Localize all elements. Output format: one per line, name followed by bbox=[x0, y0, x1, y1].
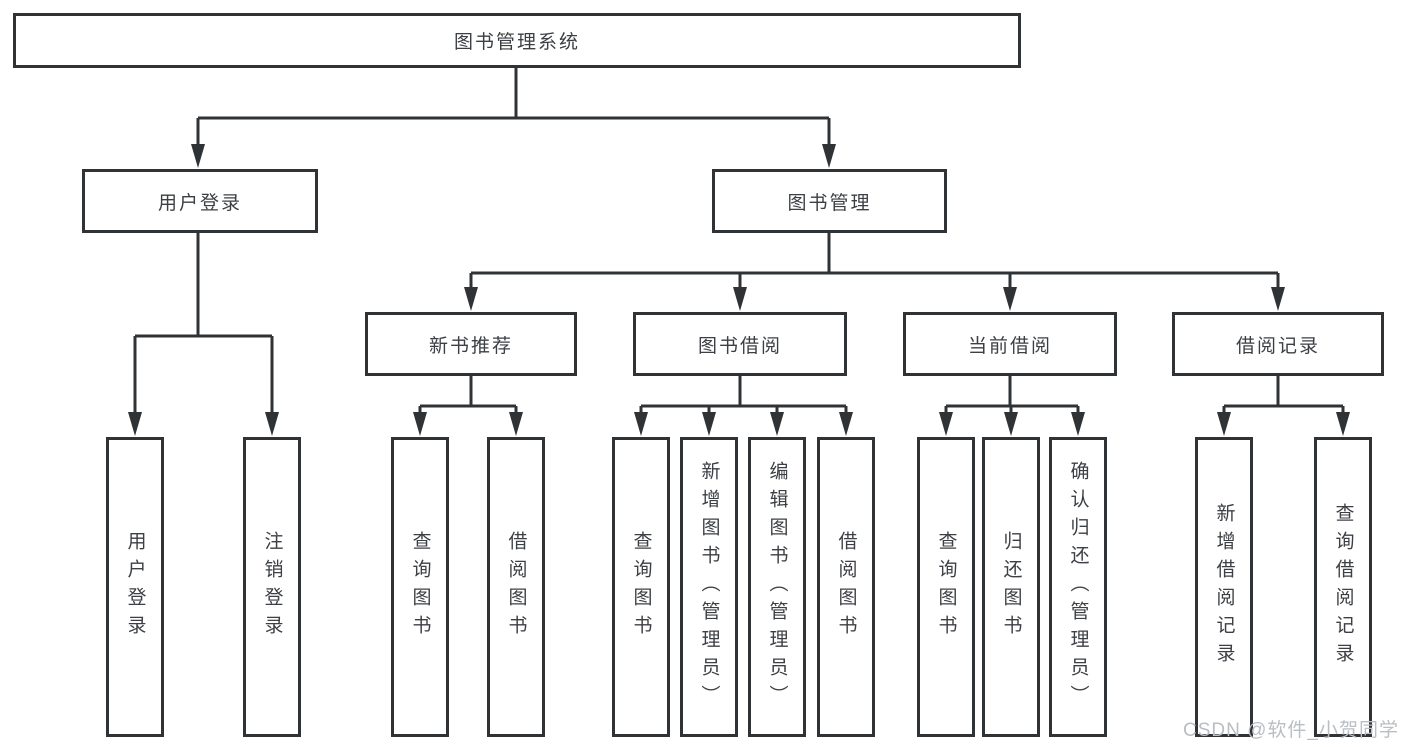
arrowhead bbox=[1217, 412, 1231, 436]
node-leaf-label: 查询图书 bbox=[409, 531, 431, 643]
node-leaf-query-books-rec: 查询图书 bbox=[391, 437, 449, 737]
node-leaf-add-borrow-record: 新增借阅记录 bbox=[1195, 437, 1253, 737]
node-leaf-borrow-books-rec: 借阅图书 bbox=[487, 437, 545, 737]
connector-book-borrow-to-children bbox=[639, 375, 848, 416]
arrowhead bbox=[464, 287, 478, 311]
arrowhead bbox=[1071, 412, 1085, 436]
node-leaf-label: 借阅图书 bbox=[505, 531, 527, 643]
watermark: CSDN @软件_小贺同学 bbox=[1183, 720, 1399, 741]
node-borrow-records: 借阅记录 bbox=[1172, 312, 1384, 376]
arrowhead bbox=[1271, 287, 1285, 311]
arrowhead bbox=[839, 412, 853, 436]
node-book-mgmt: 图书管理 bbox=[712, 169, 947, 233]
node-leaf-confirm-return-admin: 确认归还（管理员） bbox=[1049, 437, 1107, 737]
node-leaf-label: 借阅图书 bbox=[835, 531, 857, 643]
arrowheads bbox=[128, 144, 1350, 436]
node-leaf-label: 注销登录 bbox=[261, 531, 283, 643]
node-leaf-label: 用户登录 bbox=[124, 531, 146, 643]
arrowhead bbox=[128, 412, 142, 436]
node-root-label: 图书管理系统 bbox=[453, 32, 580, 53]
node-borrow-records-label: 借阅记录 bbox=[1235, 335, 1320, 357]
node-leaf-query-borrow-record: 查询借阅记录 bbox=[1314, 437, 1372, 737]
arrowhead bbox=[770, 412, 784, 436]
node-leaf-add-books-admin: 新增图书（管理员） bbox=[680, 437, 738, 737]
node-leaf-label: 查询图书 bbox=[935, 531, 957, 643]
node-new-book-rec: 新书推荐 bbox=[365, 312, 577, 376]
arrowhead bbox=[702, 412, 716, 436]
node-book-borrow-label: 图书借阅 bbox=[697, 335, 782, 357]
node-book-borrow: 图书借阅 bbox=[633, 312, 847, 376]
node-leaf-label: 查询图书 bbox=[630, 531, 652, 643]
connector-borrow-records-to-children bbox=[1222, 375, 1345, 416]
node-leaf-label: 新增图书（管理员） bbox=[698, 461, 720, 713]
arrowhead bbox=[1336, 412, 1350, 436]
node-leaf-label: 编辑图书（管理员） bbox=[766, 461, 788, 713]
node-leaf-label: 新增借阅记录 bbox=[1213, 503, 1235, 671]
node-leaf-borrow-books: 借阅图书 bbox=[817, 437, 875, 737]
node-new-book-rec-label: 新书推荐 bbox=[428, 335, 513, 357]
connector-current-borrow-to-children bbox=[944, 375, 1080, 416]
node-leaf-query-books-borrow: 查询图书 bbox=[612, 437, 670, 737]
arrowhead bbox=[509, 412, 523, 436]
node-leaf-logout: 注销登录 bbox=[243, 437, 301, 737]
node-leaf-label: 查询借阅记录 bbox=[1332, 503, 1354, 671]
arrowhead bbox=[939, 412, 953, 436]
node-book-mgmt-label: 图书管理 bbox=[787, 192, 872, 214]
node-leaf-label: 归还图书 bbox=[1000, 531, 1022, 643]
node-leaf-label: 确认归还（管理员） bbox=[1067, 461, 1089, 713]
connector-user-login-to-children bbox=[133, 233, 274, 416]
arrowhead bbox=[1004, 412, 1018, 436]
node-leaf-return-books: 归还图书 bbox=[982, 437, 1040, 737]
arrowhead bbox=[822, 144, 836, 168]
node-current-borrow-label: 当前借阅 bbox=[967, 335, 1052, 357]
arrowhead bbox=[413, 412, 427, 436]
node-user-login: 用户登录 bbox=[82, 169, 318, 233]
node-leaf-user-login-action: 用户登录 bbox=[106, 437, 164, 737]
arrowhead bbox=[265, 412, 279, 436]
arrowhead bbox=[1003, 287, 1017, 311]
connector-book-mgmt-to-level3 bbox=[469, 233, 1280, 291]
arrowhead bbox=[733, 287, 747, 311]
node-leaf-query-books-current: 查询图书 bbox=[917, 437, 975, 737]
connector-new-book-rec-to-children bbox=[418, 375, 518, 416]
arrowhead bbox=[634, 412, 648, 436]
connector-root-to-level2 bbox=[196, 68, 831, 148]
node-current-borrow: 当前借阅 bbox=[903, 312, 1117, 376]
node-root: 图书管理系统 bbox=[13, 13, 1021, 68]
node-user-login-label: 用户登录 bbox=[157, 192, 242, 214]
arrowhead bbox=[191, 144, 205, 168]
node-leaf-edit-books-admin: 编辑图书（管理员） bbox=[748, 437, 806, 737]
